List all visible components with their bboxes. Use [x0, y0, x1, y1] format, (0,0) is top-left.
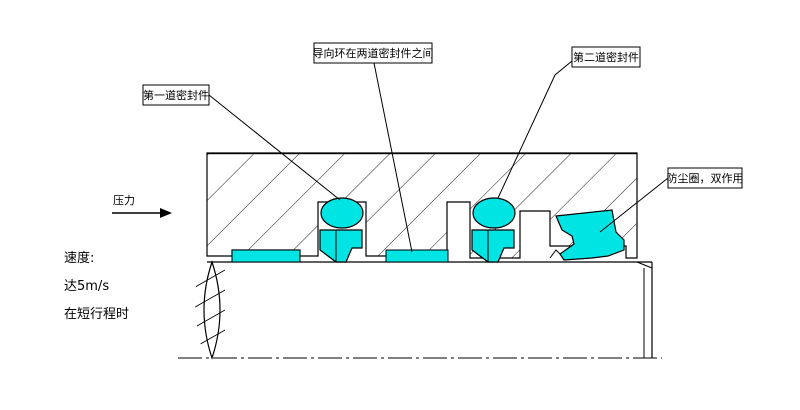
guide-ring-middle — [385, 249, 449, 263]
housing — [206, 152, 638, 259]
first-seal — [319, 197, 364, 263]
pressure-arrow-icon — [160, 208, 172, 218]
callout-wiper-label: 防尘圈，双作用 — [667, 171, 744, 185]
callout-guide-ring: 导向环在两道密封件之间 — [313, 42, 434, 64]
second-seal — [471, 197, 516, 263]
pressure-label: 压力 — [113, 194, 135, 207]
guide-ring-left — [231, 249, 301, 263]
callout-first-seal-label: 第一道密封件 — [143, 88, 209, 102]
leader-lines — [208, 57, 669, 253]
callout-wiper: 防尘圈，双作用 — [667, 167, 744, 189]
speed-line-3: 在短行程时 — [64, 307, 129, 322]
rod-break-line — [203, 260, 221, 360]
speed-note: 速度: 达5m/s 在短行程时 — [64, 250, 129, 322]
pressure-indicator: 压力 — [112, 194, 172, 218]
speed-line-2: 达5m/s — [64, 279, 109, 294]
callout-first-seal: 第一道密封件 — [142, 84, 210, 106]
callout-second-seal: 第二道密封件 — [571, 46, 641, 68]
piston-rod — [178, 260, 662, 360]
wiper-seal — [549, 209, 625, 261]
callout-second-seal-label: 第二道密封件 — [573, 50, 639, 64]
speed-line-1: 速度: — [64, 250, 94, 266]
callout-guide-ring-label: 导向环在两道密封件之间 — [313, 46, 434, 60]
